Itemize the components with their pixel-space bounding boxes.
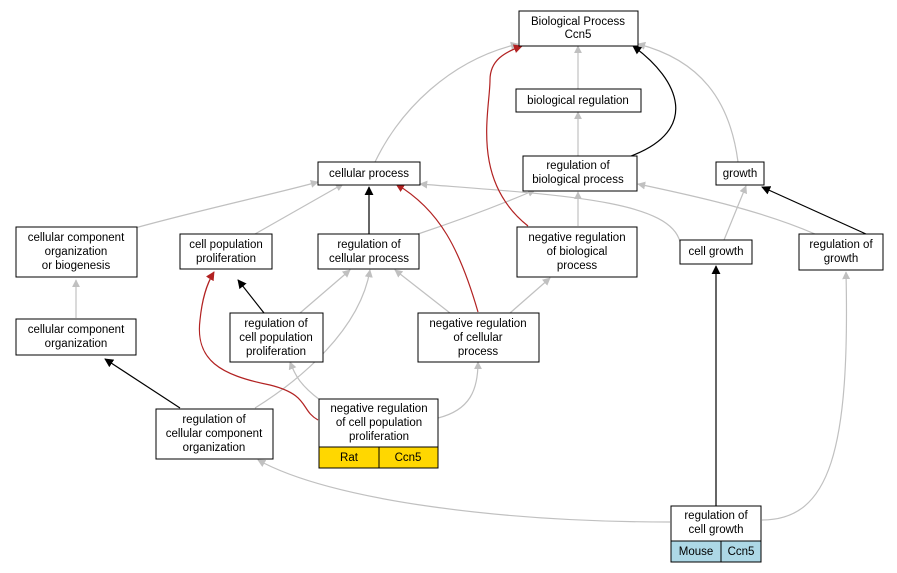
node-label-line: organization [45,246,108,258]
node-label-line: proliferation [246,346,306,358]
node-label-line: negative regulation [330,403,427,415]
node-label-line: negative regulation [429,318,526,330]
edge-rcco-regulates-cco [104,358,181,409]
node-label-line: cell growth [689,524,744,536]
edge-rcg-to-regulation-of-growth [761,271,851,521]
node-cellular-process[interactable]: cellular process [317,161,421,186]
node-cell-population-proliferation[interactable]: cell population proliferation [179,233,273,270]
node-label-line: regulation of [546,160,610,172]
node-label-line: regulation of [809,239,873,251]
node-growth[interactable]: growth [715,161,765,186]
mouse-annotation-badge[interactable]: Mouse Ccn5 [670,540,762,563]
edge-rcco-to-rcp [254,269,373,409]
rat-gene-label: Ccn5 [395,452,422,464]
node-label-line: process [458,346,499,358]
node-regulation-of-cell-growth[interactable]: regulation of cell growth [670,505,762,542]
node-label-line: biological process [532,174,624,186]
node-label-line: Ccn5 [565,29,592,41]
edge-nrcp-to-nrbp [509,277,551,314]
node-label-line: cell population [239,332,313,344]
mouse-gene-cell [720,540,762,563]
node-biological-process-root[interactable]: Biological Process Ccn5 [518,10,639,47]
edge-nrcpp-negatively-regulates-cpp [198,271,319,421]
node-label-line: cell population [189,239,263,251]
node-label-line: cellular component [28,324,125,336]
node-label-line: cellular component [166,428,263,440]
node-label-line: proliferation [196,253,256,265]
node-label-line: growth [723,168,758,180]
node-regulation-of-biological-process[interactable]: regulation of biological process [522,155,638,192]
node-regulation-of-cell-population-proliferation[interactable]: regulation of cell population proliferat… [229,312,324,363]
node-label-line: of cell population [336,417,422,429]
node-label-line: regulation of [684,510,748,522]
edge-nrcpp-to-nrcp [437,361,482,419]
node-cellular-component-organization[interactable]: cellular component organization [15,318,137,356]
node-label-line: process [557,260,598,272]
edge-rcpp-to-rcp [299,269,351,314]
edge-regulation-of-growth-regulates-growth [761,186,867,235]
node-regulation-of-cellular-process[interactable]: regulation of cellular process [317,233,420,270]
edge-cellular-process-to-root [374,41,519,163]
node-negative-regulation-of-cell-population-proliferation[interactable]: negative regulation of cell population p… [318,398,439,448]
node-regulation-of-cellular-component-organization[interactable]: regulation of cellular component organiz… [155,408,274,460]
node-label-line: or biogenesis [42,260,111,272]
node-label-line: cellular process [329,253,409,265]
node-label-line: regulation of [337,239,401,251]
node-label-line: organization [183,442,246,454]
node-cellular-component-organization-or-biogenesis[interactable]: cellular component organization or bioge… [15,226,138,278]
node-label-line: cellular component [28,232,125,244]
edge-regulation-of-growth-to-rbp [637,181,816,235]
edge-ccoob-to-cellular-process [134,180,319,229]
edge-regulation-of-cellular-process-to-rbp [417,189,536,235]
nodes: Biological Process Ccn5 biological regul… [15,10,884,563]
node-label-line: cellular process [329,168,409,180]
edge-rcg-to-rcco [257,459,671,523]
edge-cell-growth-to-cellular-process [419,180,681,243]
rat-species-label: Rat [340,452,359,464]
edge-nrcp-to-rcp [394,269,451,314]
rat-gene-cell [378,446,439,469]
node-label-line: cell growth [689,246,744,258]
node-label-line: regulation of [244,318,308,330]
edge-nrbp-negatively-regulates-root [486,44,529,227]
node-label-line: growth [824,253,859,265]
edge-cell-population-proliferation-to-cellular-process [254,183,344,235]
node-label-line: negative regulation [528,232,625,244]
node-label-line: regulation of [182,414,246,426]
edges [72,41,867,523]
edge-nrcpp-to-rcpp [288,361,321,401]
node-negative-regulation-of-biological-process[interactable]: negative regulation of biological proces… [516,226,638,278]
mouse-species-label: Mouse [679,546,714,558]
node-regulation-of-growth[interactable]: regulation of growth [798,233,884,271]
node-label-line: of biological [547,246,608,258]
node-biological-regulation[interactable]: biological regulation [515,88,642,113]
node-label-line: proliferation [349,431,409,443]
node-label-line: Biological Process [531,16,625,28]
node-label-line: of cellular [453,332,502,344]
node-cell-growth[interactable]: cell growth [679,239,753,265]
node-label-line: organization [45,338,108,350]
node-negative-regulation-of-cellular-process[interactable]: negative regulation of cellular process [417,312,540,363]
node-label-line: biological regulation [527,95,629,107]
edge-rcpp-regulates-cpp [237,279,265,314]
edge-cell-growth-to-growth [723,185,747,241]
mouse-gene-label: Ccn5 [728,546,755,558]
edge-rbp-regulates-root [630,45,677,157]
rat-annotation-badge[interactable]: Rat Ccn5 [318,446,439,469]
edge-nrcp-negatively-regulates-cellular-process [395,183,479,313]
edge-growth-to-root [637,41,739,163]
